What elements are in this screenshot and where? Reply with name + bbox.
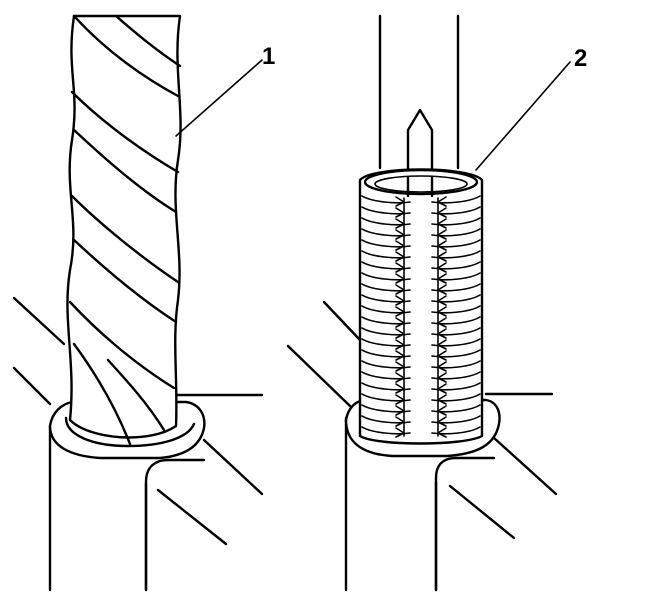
thread-coil (361, 261, 481, 270)
tool-tang-inner (406, 176, 434, 198)
block-corner (434, 456, 496, 592)
surface-edge-line (492, 436, 558, 496)
surface-edge-line (286, 344, 352, 408)
thread-coil (361, 338, 481, 347)
callout-leader-2 (475, 61, 571, 171)
thread-coil (361, 305, 481, 314)
thread-insert-assembly: 2 (286, 14, 587, 592)
surface-edge-line (322, 300, 362, 342)
thread-coil (361, 195, 481, 204)
thread-coil (361, 239, 481, 248)
thread-coil (361, 360, 481, 369)
thread-coil (361, 294, 481, 303)
thread-coils (361, 195, 481, 438)
thread-coil (361, 250, 481, 259)
drill-bit-assembly: 1 (12, 14, 275, 592)
callout-label-2: 2 (574, 45, 587, 72)
hole-inner-rim (64, 416, 196, 448)
thread-coil (361, 206, 481, 215)
callout-leader-1 (175, 59, 263, 137)
thread-insert-body (358, 168, 484, 445)
thread-coil (361, 382, 481, 391)
surface-edge-line (448, 484, 516, 540)
callout-label-1: 1 (262, 43, 275, 70)
thread-coil (361, 371, 481, 380)
insert-inner-opening (374, 175, 468, 193)
surface-edge-line (12, 366, 52, 406)
surface-edge-line (12, 296, 66, 346)
thread-coil (361, 217, 481, 226)
thread-coil (361, 426, 481, 435)
thread-coil (361, 415, 481, 424)
drill-body (66, 14, 182, 439)
thread-coil (361, 228, 481, 237)
drill-flutes (68, 14, 182, 446)
thread-coil (361, 327, 481, 336)
thread-coil (361, 283, 481, 292)
thread-coil (361, 393, 481, 402)
block-corner (144, 458, 206, 592)
surface-edge-line (156, 488, 228, 546)
thread-coil (361, 272, 481, 281)
insert-top-opening (363, 168, 479, 196)
thread-coil (361, 349, 481, 358)
surface-edge-line (202, 438, 264, 496)
thread-coil (361, 404, 481, 413)
thread-coil (361, 316, 481, 325)
